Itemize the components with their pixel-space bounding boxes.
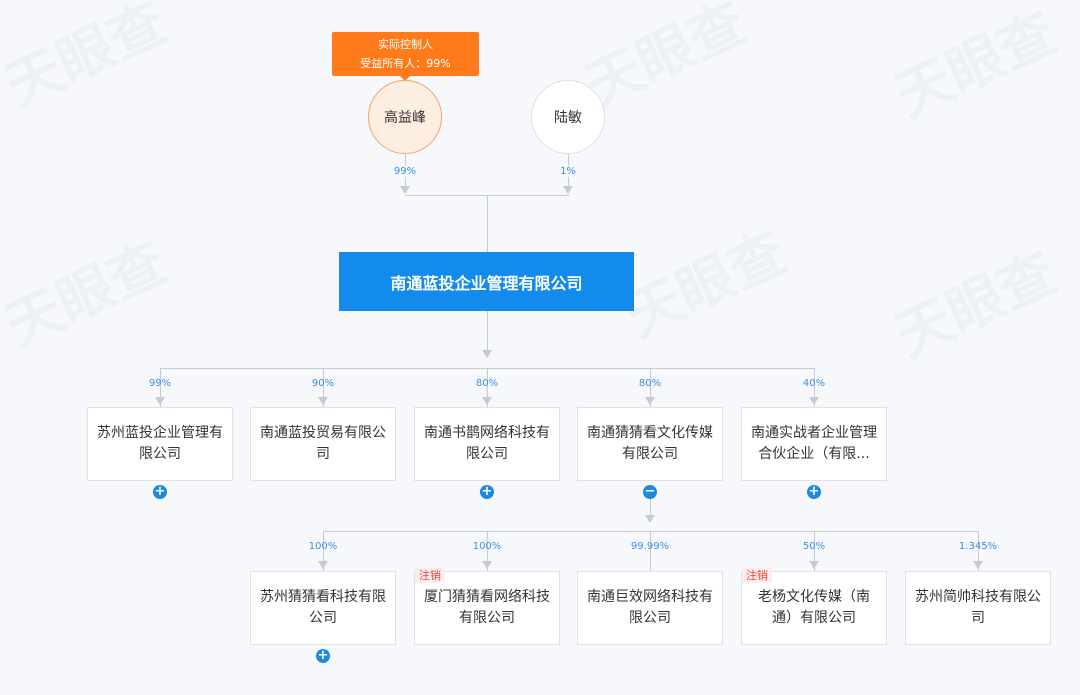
beneficiary-label: 受益所有人：99% xyxy=(360,57,451,70)
controller-label: 实际控制人 xyxy=(378,38,433,51)
company-name: 苏州蓝投企业管理有限公司 xyxy=(97,425,223,462)
shareholder-node[interactable]: 陆敏 xyxy=(531,80,605,154)
company-node[interactable]: 南通蓝投贸易有限公司 xyxy=(250,407,396,481)
share-pct: 1% xyxy=(553,166,583,177)
controller-tag: 实际控制人 受益所有人：99% xyxy=(332,32,479,81)
company-node[interactable]: 注销厦门猜猜看网络科技有限公司 xyxy=(414,568,560,645)
expand-button[interactable]: + xyxy=(153,484,167,499)
watermark: 天眼查 xyxy=(886,240,1066,370)
company-node[interactable]: 南通巨效网络科技有限公司 xyxy=(577,571,723,645)
share-pct: 40% xyxy=(802,378,826,389)
share-pct: 80% xyxy=(638,378,662,389)
company-name: 苏州简帅科技有限公司 xyxy=(915,589,1041,626)
status-badge: 注销 xyxy=(742,568,772,583)
watermark: 天眼查 xyxy=(0,0,176,120)
company-node[interactable]: 苏州蓝投企业管理有限公司 xyxy=(87,407,233,481)
share-pct: 99.99% xyxy=(630,541,670,552)
company-name: 苏州猜猜看科技有限公司 xyxy=(260,589,386,626)
collapse-button[interactable]: − xyxy=(643,484,657,499)
company-name: 南通书鹊网络科技有限公司 xyxy=(424,425,550,462)
company-node[interactable]: 南通书鹊网络科技有限公司 xyxy=(414,407,560,481)
share-pct: 1.345% xyxy=(958,541,998,552)
share-pct: 99% xyxy=(148,378,172,389)
share-pct: 50% xyxy=(802,541,826,552)
shareholder-name: 陆敏 xyxy=(554,110,582,126)
company-node[interactable]: 南通实战者企业管理合伙企业（有限... xyxy=(741,407,887,481)
share-pct: 99% xyxy=(390,166,420,177)
expand-button[interactable]: + xyxy=(480,484,494,499)
watermark: 天眼查 xyxy=(886,0,1066,130)
company-name: 厦门猜猜看网络科技有限公司 xyxy=(424,589,550,626)
watermark: 天眼查 xyxy=(0,230,176,360)
share-pct: 100% xyxy=(472,541,502,552)
share-pct: 100% xyxy=(308,541,338,552)
company-node[interactable]: 南通猜猜看文化传媒有限公司 xyxy=(577,407,723,481)
company-name: 南通猜猜看文化传媒有限公司 xyxy=(587,425,713,462)
shareholder-node[interactable]: 高益峰 xyxy=(368,80,442,154)
shareholder-name: 高益峰 xyxy=(384,110,426,126)
main-company-node[interactable]: 南通蓝投企业管理有限公司 xyxy=(339,252,634,311)
company-name: 南通巨效网络科技有限公司 xyxy=(587,589,713,626)
expand-button[interactable]: + xyxy=(807,484,821,499)
status-badge: 注销 xyxy=(415,568,445,583)
company-name: 老杨文化传媒（南通）有限公司 xyxy=(758,589,870,626)
expand-button[interactable]: + xyxy=(316,648,330,663)
share-pct: 80% xyxy=(475,378,499,389)
share-pct: 90% xyxy=(311,378,335,389)
company-name: 南通实战者企业管理合伙企业（有限... xyxy=(751,425,877,462)
company-node[interactable]: 苏州猜猜看科技有限公司 xyxy=(250,571,396,645)
company-node[interactable]: 苏州简帅科技有限公司 xyxy=(905,571,1051,645)
company-node[interactable]: 注销老杨文化传媒（南通）有限公司 xyxy=(741,568,887,645)
company-name: 南通蓝投贸易有限公司 xyxy=(260,425,386,462)
watermark: 天眼查 xyxy=(616,220,796,350)
